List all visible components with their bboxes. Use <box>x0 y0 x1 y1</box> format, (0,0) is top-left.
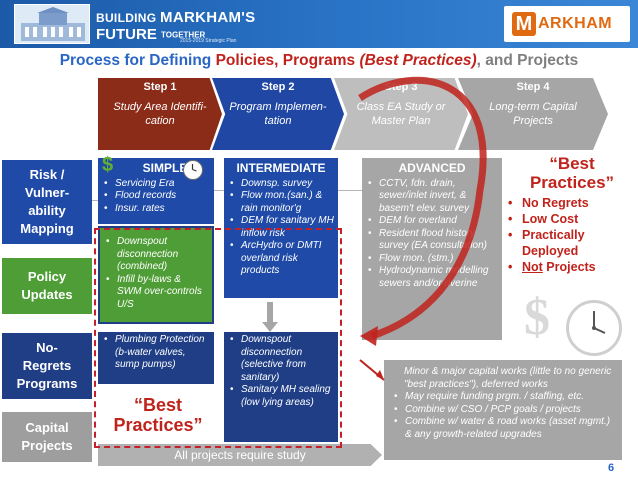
row-no-regrets-programs: No- Regrets Programs <box>2 333 92 399</box>
row-risk-mapping: Risk / Vulner- ability Mapping <box>2 160 92 244</box>
list-item: Resident flood history survey (EA consul… <box>366 228 498 253</box>
step-label: Step 2 <box>261 81 295 93</box>
list-item: Plumbing Protection (b-water valves, sum… <box>102 334 210 372</box>
simple-list: Servicing Era Flood records Insur. rates <box>102 178 210 216</box>
dollar-icon: $ <box>102 154 114 176</box>
list-item: ArcHydro or DMTI overland risk products <box>228 240 334 278</box>
step-description: Study Area Identifi-cation <box>113 101 207 127</box>
header-banner: BUILDING MARKHAM'S FUTURE TOGETHER 2015-… <box>0 0 638 48</box>
list-item: Infill by-laws & SWM over-controls U/S <box>104 274 208 312</box>
no-regrets-left-list: Plumbing Protection (b-water valves, sum… <box>102 334 210 372</box>
connector-line <box>338 190 362 191</box>
list-item: DEM for overland <box>366 215 498 228</box>
dollar-icon: $ <box>524 289 550 346</box>
no-regrets-left-column: Plumbing Protection (b-water valves, sum… <box>98 332 214 384</box>
all-projects-require-study-arrow: All projects require study <box>98 444 382 466</box>
clock-icon <box>566 300 622 356</box>
page-title: Process for Defining Policies, Programs … <box>59 52 579 69</box>
list-item: Practically Deployed <box>508 227 636 259</box>
list-item: Downsp. survey <box>228 178 334 191</box>
policy-column: Downspout disconnection (combined) Infil… <box>98 226 214 324</box>
list-item: Hydrodynamic modelling sewers and/or riv… <box>366 265 498 290</box>
capital-works-lead: Minor & major capital works (little to n… <box>404 366 612 390</box>
city-hall-logo <box>14 4 90 44</box>
list-item: Combine w/ CSO / PCP goals / projects <box>392 404 614 417</box>
header-title-line2: FUTURE TOGETHER <box>96 26 206 43</box>
list-item: Not Projects <box>508 259 636 275</box>
step-3-chevron: Step 3 Class EA Study or Master Plan <box>334 78 468 150</box>
step-2-chevron: Step 2 Program Implemen-tation <box>212 78 344 150</box>
best-practices-label: “Best Practices” <box>113 395 203 435</box>
connector-line <box>214 190 224 191</box>
advanced-list: CCTV, fdn. drain, sewer/inlet invert, & … <box>366 178 498 291</box>
list-item: No Regrets <box>508 195 636 211</box>
row-policy-updates: Policy Updates <box>2 258 92 314</box>
best-practices-list: No Regrets Low Cost Practically Deployed… <box>508 195 636 275</box>
best-practices-title: “Best Practices” <box>529 154 615 192</box>
step-label: Step 1 <box>143 81 177 93</box>
list-item: Downspout disconnection (combined) <box>104 236 208 274</box>
step-label: Step 4 <box>516 81 550 93</box>
step-description: Program Implemen-tation <box>229 101 327 127</box>
list-item: Servicing Era <box>102 178 210 191</box>
simple-header: SIMPLE <box>142 161 188 175</box>
brand-name: ARKHAM <box>538 15 613 32</box>
header-title-line1: BUILDING MARKHAM'S <box>96 9 256 26</box>
capital-works-list: May require funding prgm. / staffing, et… <box>392 391 614 441</box>
clock-icon <box>183 160 203 180</box>
step-description: Long-term Capital Projects <box>489 101 577 127</box>
step-description: Class EA Study or Master Plan <box>356 101 446 127</box>
list-item: Flood records <box>102 190 210 203</box>
step-4-chevron: Step 4 Long-term Capital Projects <box>458 78 608 150</box>
advanced-header: ADVANCED <box>398 161 466 175</box>
list-item: Sanitary MH sealing (low lying areas) <box>228 384 334 409</box>
list-item: Flow mon. (stm.) <box>366 253 498 266</box>
capital-works-column: Minor & major capital works (little to n… <box>384 360 622 460</box>
markham-brand-logo: M ARKHAM <box>504 6 630 42</box>
no-regrets-mid-list: Downspout disconnection (selective from … <box>228 334 334 409</box>
list-item: DEM for sanitary MH inflow risk <box>228 215 334 240</box>
advanced-column: ADVANCED CCTV, fdn. drain, sewer/inlet i… <box>362 158 502 340</box>
list-item: Flow mon.(san.) & rain monitor'g <box>228 190 334 215</box>
list-item: May require funding prgm. / staffing, et… <box>392 391 614 404</box>
list-item: Low Cost <box>508 211 636 227</box>
list-item: CCTV, fdn. drain, sewer/inlet invert, & … <box>366 178 498 216</box>
header-subtitle: 2015-2019 Strategic Plan <box>180 38 237 44</box>
list-item: Combine w/ water & road works (asset mgm… <box>392 416 614 441</box>
markham-m-icon: M <box>512 12 536 36</box>
intermediate-column: INTERMEDIATE Downsp. survey Flow mon.(sa… <box>224 158 338 298</box>
policy-list: Downspout disconnection (combined) Infil… <box>104 236 208 311</box>
connector-line <box>92 200 98 201</box>
no-regrets-mid-column: Downspout disconnection (selective from … <box>224 332 338 442</box>
intermediate-header: INTERMEDIATE <box>236 161 326 175</box>
step-1-chevron: Step 1 Study Area Identifi-cation <box>98 78 222 150</box>
intermediate-list: Downsp. survey Flow mon.(san.) & rain mo… <box>228 178 334 278</box>
list-item: Downspout disconnection (selective from … <box>228 334 334 384</box>
list-item: Insur. rates <box>102 203 210 216</box>
page-number: 6 <box>608 462 615 474</box>
row-capital-projects: Capital Projects <box>2 412 92 462</box>
step-label: Step 3 <box>384 81 418 93</box>
